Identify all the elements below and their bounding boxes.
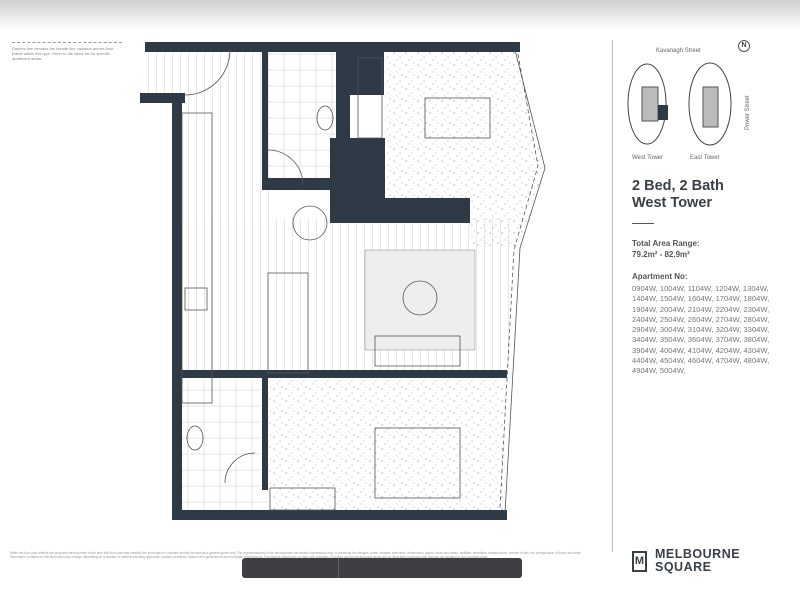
area-value: 79.2m² - 82.9m² xyxy=(632,250,690,259)
bed-1-icon xyxy=(424,97,491,139)
west-tower-label: West Tower xyxy=(632,155,664,161)
kitchen-counter xyxy=(181,112,213,404)
title-rule xyxy=(632,223,654,224)
note-text: Dashed line denotes the facade line vari… xyxy=(12,46,114,61)
unit-type: 2 Bed, 2 Bath xyxy=(632,178,724,194)
floor-plan xyxy=(140,42,546,520)
unit-tower: West Tower xyxy=(632,195,713,211)
apartments-label: Apartment No: xyxy=(632,272,688,281)
bath-1-door-icon xyxy=(267,149,304,186)
facade-note: Dashed line denotes the facade line vari… xyxy=(12,42,124,61)
bed-2-icon xyxy=(374,427,461,499)
viewer-control-bar[interactable] xyxy=(242,558,522,578)
control-separator xyxy=(338,558,339,578)
brand-line2: SQUARE xyxy=(655,560,712,574)
top-fade xyxy=(0,0,800,30)
facade-line xyxy=(504,49,546,514)
wardrobe-2 xyxy=(269,487,336,511)
wardrobe-1 xyxy=(357,57,383,139)
brand-line1: MELBOURNE xyxy=(655,547,741,561)
entry-door-icon xyxy=(184,49,231,96)
panel-divider xyxy=(612,40,613,552)
bedroom-2 xyxy=(268,378,505,513)
disclaimer: While the floor plan reflects the propos… xyxy=(10,551,581,560)
dining-table xyxy=(292,205,328,241)
cooktop-icon xyxy=(184,287,208,311)
facade-dashed-line xyxy=(499,53,539,509)
street-label-top: Kavanagh Street xyxy=(656,48,701,54)
coffee-table xyxy=(402,280,438,316)
area-label: Total Area Range: xyxy=(632,239,700,248)
compass-letter: N xyxy=(741,42,747,49)
apartment-list: 0904W, 1004W, 1104W, 1204W, 1304W, 1404W… xyxy=(632,284,770,376)
island-bench xyxy=(267,272,309,374)
tower-keyplan-icon xyxy=(627,62,732,146)
logo-mark: M xyxy=(632,550,647,572)
bathroom-2 xyxy=(182,380,267,513)
sofa-icon xyxy=(374,335,461,367)
north-compass-icon: N xyxy=(738,40,750,52)
dashed-line-legend xyxy=(12,42,122,43)
rug xyxy=(364,249,476,351)
fixtures xyxy=(181,49,546,514)
toilet-1-icon xyxy=(316,105,334,131)
east-tower-label: East Tower xyxy=(690,155,720,161)
walls xyxy=(140,42,520,520)
toilet-2-icon xyxy=(186,425,204,451)
street-label-side: Power Street xyxy=(745,95,751,130)
bath-2-door-icon xyxy=(224,452,256,484)
unit-highlight xyxy=(658,105,668,120)
